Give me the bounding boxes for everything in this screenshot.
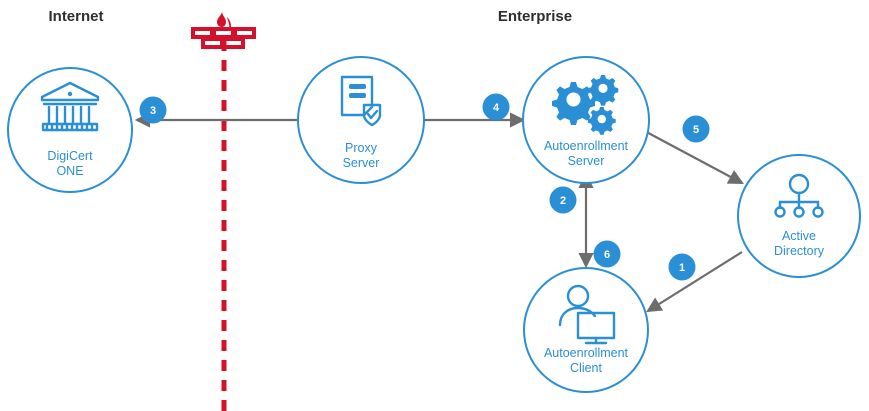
zone-label-enterprise: Enterprise (498, 8, 572, 25)
step-badge-2[interactable]: 2 (549, 186, 577, 214)
flow-arrow-step-5 (638, 127, 744, 185)
node-label-proxy-server-line2: Server (343, 156, 380, 170)
node-active-directory[interactable]: Active Directory (737, 154, 861, 278)
firewall-icon (191, 12, 256, 49)
node-label-digicert-one-line2: ONE (56, 164, 83, 178)
node-label-active-directory-line1: Active (782, 229, 816, 243)
step-badge-5-circle (682, 115, 710, 143)
bank-institution-icon (40, 81, 100, 132)
node-label-proxy-server-line1: Proxy (345, 141, 378, 155)
step-badge-6-label: 6 (604, 249, 610, 261)
document-shield-check-icon (340, 75, 382, 127)
node-label-autoenrollment-server-line2: Server (568, 154, 605, 168)
step-badge-5[interactable]: 5 (682, 115, 710, 143)
step-badge-1[interactable]: 1 (668, 253, 696, 281)
step-badge-3-label: 3 (150, 105, 156, 117)
step-badge-2-circle (549, 186, 577, 214)
step-badge-4-label: 4 (493, 102, 500, 114)
flow-arrow-step-1 (646, 251, 743, 313)
zone-label-internet: Internet (48, 8, 103, 25)
node-label-digicert-one-line1: DigiCert (47, 149, 93, 163)
gears-icon (552, 75, 619, 135)
node-label-autoenrollment-client-line1: Autoenrollment (544, 346, 629, 360)
step-badge-4[interactable]: 4 (482, 93, 510, 121)
step-badge-2-label: 2 (560, 195, 566, 207)
node-circle-autoenrollment-client (523, 267, 649, 393)
step-badge-5-label: 5 (693, 124, 699, 136)
node-label-autoenrollment-server-line1: Autoenrollment (544, 139, 629, 153)
node-label-active-directory-line2: Directory (774, 244, 825, 258)
node-digicert-one[interactable]: DigiCert ONE (7, 67, 133, 193)
step-badge-1-label: 1 (679, 262, 685, 274)
org-hierarchy-icon (774, 173, 824, 218)
firewall-boundary (191, 12, 256, 411)
step-badge-4-circle (482, 93, 510, 121)
step-badge-6[interactable]: 6 (593, 240, 621, 268)
node-circle-proxy-server (297, 56, 425, 184)
node-proxy-server[interactable]: Proxy Server (297, 56, 425, 184)
node-autoenrollment-server[interactable]: Autoenrollment Server (522, 56, 650, 184)
flow-arrows (134, 112, 744, 313)
step-badge-3-circle (139, 96, 167, 124)
step-badge-1-circle (668, 253, 696, 281)
user-monitor-icon (558, 284, 616, 345)
node-autoenrollment-client[interactable]: Autoenrollment Client (523, 267, 649, 393)
step-badge-6-circle (593, 240, 621, 268)
step-badge-3[interactable]: 3 (139, 96, 167, 124)
node-label-autoenrollment-client-line2: Client (570, 361, 602, 375)
